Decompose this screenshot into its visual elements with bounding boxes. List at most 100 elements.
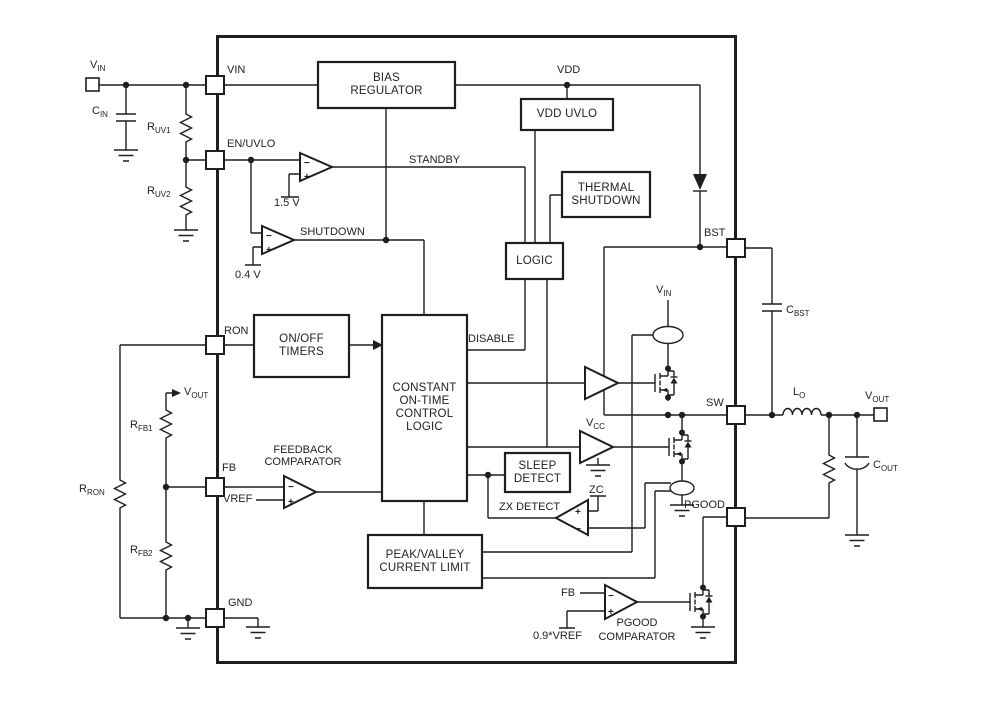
peak-valley-block	[366, 533, 484, 590]
lo-label: LO	[793, 386, 806, 401]
bootstrap-diode	[693, 174, 707, 192]
ground-gnd-int	[245, 626, 271, 639]
ground-pgood-fet	[690, 626, 716, 639]
wire-pgood-pullup	[745, 415, 830, 519]
resistor-rfb2	[159, 539, 173, 573]
wire-standby	[332, 166, 526, 243]
wire-en-uvlo	[224, 159, 300, 234]
ruv1-label: RUV1	[147, 121, 171, 136]
high-side-driver	[584, 365, 621, 401]
bias-regulator-block	[316, 60, 457, 110]
cbst-label: CBST	[786, 304, 810, 319]
on-off-timers-block	[252, 313, 351, 379]
ref-0v9vref-label: 0.9*VREF	[533, 630, 582, 642]
pin-bst-label: BST	[704, 227, 726, 239]
vin-terminal-label: VIN	[90, 59, 106, 74]
resistor-ruv1	[179, 111, 193, 145]
pin-gnd-label: GND	[228, 597, 253, 609]
pgood-fb-label: FB	[561, 587, 576, 599]
wire-vout-sense	[165, 392, 172, 408]
wire-gnd-rail	[120, 617, 206, 628]
wire-bst-bootstrap	[603, 246, 700, 415]
pin-sw-label: SW	[706, 397, 724, 409]
ref-1v5-label: 1.5 V	[274, 197, 300, 209]
vin-internal-label: VIN	[656, 284, 672, 299]
ground-ls-driver	[585, 464, 611, 477]
zc-label: ZC	[589, 484, 604, 496]
resistor-ruv2	[179, 184, 193, 218]
disable-label: DISABLE	[468, 333, 515, 345]
wire-cout	[845, 415, 869, 535]
pin-vin	[205, 75, 225, 95]
feedback-comparator	[283, 474, 319, 510]
standby-label: STANDBY	[409, 154, 461, 166]
ground-gnd-ext	[175, 627, 201, 640]
rfb1-label: RFB1	[130, 419, 153, 434]
thermal-shutdown-block	[560, 170, 652, 219]
feedback-minus: −	[288, 482, 294, 493]
vdd-label: VDD	[557, 64, 581, 76]
ls-current-sense	[669, 480, 695, 496]
shutdown-minus: −	[266, 231, 272, 242]
standby-plus: +	[304, 172, 310, 183]
ground-ruv2	[173, 229, 199, 242]
shutdown-comparator	[261, 224, 297, 256]
wire-gnd-inside	[224, 617, 259, 627]
vref-label: VREF	[223, 493, 253, 505]
vdd-uvlo-block	[519, 97, 615, 132]
wire-shutdown	[294, 239, 425, 315]
pgoodcomp-minus: −	[608, 591, 614, 602]
pin-en-uvlo-label: EN/UVLO	[227, 138, 276, 150]
hs-current-sense	[652, 325, 684, 345]
vout-sense-arrow	[172, 389, 181, 397]
pin-gnd	[205, 608, 225, 628]
wire-thermal-logic	[549, 194, 562, 243]
wire-rron	[119, 344, 206, 618]
low-side-mosfet	[655, 428, 693, 466]
wire-pgood-fet	[702, 516, 727, 627]
wire-zc-stub	[588, 495, 606, 512]
vout-terminal-label: VOUT	[865, 390, 890, 405]
sleep-detect-block	[503, 451, 572, 494]
wire-0v4-stub	[245, 246, 262, 266]
wires	[99, 84, 874, 629]
resistor-rfb1	[159, 407, 173, 441]
pin-fb	[205, 477, 225, 497]
pgoodcomp-plus: +	[608, 607, 614, 618]
pin-en-uvlo	[205, 150, 225, 170]
wire-pv-ls-sense	[482, 490, 671, 579]
pin-sw	[726, 405, 746, 425]
junction-dots	[122, 81, 861, 622]
pgood-mosfet	[676, 583, 714, 621]
wire-ruv1	[185, 85, 206, 161]
high-side-mosfet	[641, 364, 679, 402]
zx-detect-comparator	[553, 498, 589, 537]
rfb2-label: RFB2	[130, 544, 153, 559]
pin-fb-label: FB	[222, 462, 237, 474]
pgood-comparator	[604, 583, 640, 621]
shutdown-label: SHUTDOWN	[300, 226, 365, 238]
resistor-pgood-pullup	[822, 452, 836, 486]
shutdown-plus: +	[266, 245, 272, 256]
zx-detect-label: ZX DETECT	[499, 501, 561, 513]
ground-cin	[113, 149, 139, 162]
vdd-uvlo-label: VDD UVLO	[536, 108, 598, 120]
standby-comparator	[299, 151, 335, 183]
wire-rfb1	[165, 440, 206, 488]
cout-label: COUT	[873, 459, 898, 474]
logic-label: LOGIC	[516, 254, 553, 267]
feedback-plus: +	[288, 497, 294, 508]
pin-ron-label: RON	[224, 325, 249, 337]
pgood-comparator-label: PGOOD COMPARATOR	[598, 617, 676, 643]
wire-logic-disable	[467, 279, 526, 351]
pin-pgood-label: PGOOD	[684, 499, 725, 511]
pin-vin-label: VIN	[227, 64, 246, 76]
cin-label: CIN	[92, 105, 108, 120]
